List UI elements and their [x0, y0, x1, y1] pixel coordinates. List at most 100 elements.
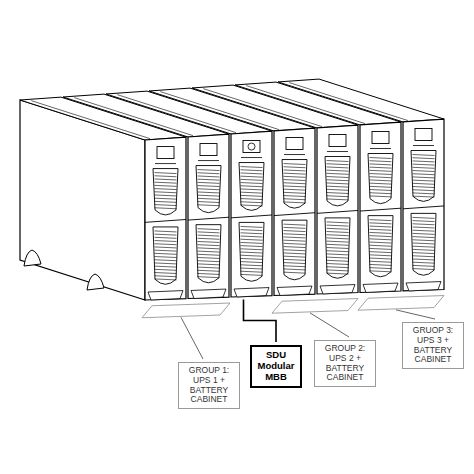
vent-slot — [327, 267, 349, 268]
vent-slot — [198, 179, 220, 180]
vent-slot — [413, 158, 435, 159]
vent-slot — [284, 180, 306, 181]
top-groove — [289, 83, 408, 121]
vent-grille — [368, 216, 393, 277]
vent-slot — [327, 180, 349, 181]
vent-slot — [370, 268, 392, 269]
vent-slot — [198, 251, 220, 252]
tower-base — [277, 286, 312, 295]
button-row — [327, 151, 348, 152]
tower-base — [191, 289, 226, 298]
vent-slot — [241, 179, 263, 180]
vent-slot — [327, 273, 349, 274]
vent-slot — [198, 238, 220, 239]
vent-slot — [327, 196, 349, 197]
support-foot — [87, 274, 104, 290]
vent-slot — [327, 257, 349, 258]
vent-slot — [413, 224, 435, 225]
vent-slot — [155, 276, 177, 277]
vent-slot — [413, 259, 435, 260]
vent-slot — [198, 170, 220, 171]
tower-front — [317, 125, 358, 294]
floor-outline — [142, 303, 230, 318]
vent-slot — [241, 199, 263, 200]
tower-base — [234, 288, 269, 297]
vent-slot — [370, 258, 392, 259]
vent-slot — [198, 205, 220, 206]
callout-box: GROUP 1: UPS 1 + BATTERY CABINET — [178, 362, 240, 409]
vent-slot — [198, 257, 220, 258]
vent-slot — [284, 237, 306, 238]
lcd-display — [415, 129, 432, 141]
floor-outline — [358, 296, 444, 311]
vent-grille — [368, 154, 393, 204]
button-row — [155, 163, 176, 164]
vent-slot — [327, 167, 349, 168]
vent-slot — [413, 246, 435, 247]
vent-slot — [284, 266, 306, 267]
vent-slot — [284, 192, 306, 193]
leader-lines — [181, 300, 435, 359]
vent-slot — [413, 249, 435, 250]
tower-base — [320, 285, 355, 294]
vent-slot — [327, 254, 349, 255]
vent-slot — [241, 189, 263, 190]
vent-slot — [370, 177, 392, 178]
vent-slot — [327, 222, 349, 223]
leader-line — [310, 313, 349, 337]
module-split — [188, 217, 229, 220]
vent-slot — [370, 239, 392, 240]
vent-slot — [413, 171, 435, 172]
vent-slot — [198, 202, 220, 203]
vent-grille — [282, 220, 307, 280]
vent-slot — [241, 258, 263, 259]
vent-slot — [370, 158, 392, 159]
vent-slot — [370, 170, 392, 171]
vent-slot — [413, 196, 435, 197]
vent-slot — [284, 243, 306, 244]
vent-slot — [155, 257, 177, 258]
vent-slot — [370, 193, 392, 194]
vent-slot — [284, 186, 306, 187]
vent-slot — [413, 233, 435, 234]
vent-grille — [239, 222, 264, 281]
vent-slot — [370, 174, 392, 175]
vent-slot — [155, 176, 177, 177]
vent-slot — [155, 241, 177, 242]
vent-slot — [198, 241, 220, 242]
vent-slot — [413, 190, 435, 191]
vent-slot — [413, 155, 435, 156]
vent-slot — [241, 230, 263, 231]
vent-slot — [327, 177, 349, 178]
vent-slot — [241, 167, 263, 168]
vent-slot — [198, 176, 220, 177]
vent-grille — [196, 225, 221, 283]
vent-slot — [241, 255, 263, 256]
vent-slot — [155, 198, 177, 199]
vent-slot — [241, 268, 263, 269]
vent-slot — [284, 196, 306, 197]
callout-label: GROUP 1: UPS 1 + BATTERY CABINET — [182, 366, 236, 405]
vent-slot — [241, 246, 263, 247]
vent-slot — [413, 161, 435, 162]
vent-slot — [155, 173, 177, 174]
lcd-display — [329, 135, 346, 147]
vent-slot — [155, 237, 177, 238]
vent-slot — [327, 251, 349, 252]
vent-slot — [370, 248, 392, 249]
lcd-display — [157, 147, 174, 159]
vent-slot — [327, 235, 349, 236]
vent-slot — [370, 183, 392, 184]
vent-slot — [370, 226, 392, 227]
vent-slot — [241, 192, 263, 193]
vent-slot — [241, 170, 263, 171]
vent-slot — [284, 176, 306, 177]
vent-grille — [325, 218, 350, 278]
vent-slot — [241, 176, 263, 177]
vent-slot — [284, 202, 306, 203]
vent-slot — [198, 264, 220, 265]
vent-slot — [284, 164, 306, 165]
vent-slot — [155, 253, 177, 254]
vent-slot — [370, 196, 392, 197]
